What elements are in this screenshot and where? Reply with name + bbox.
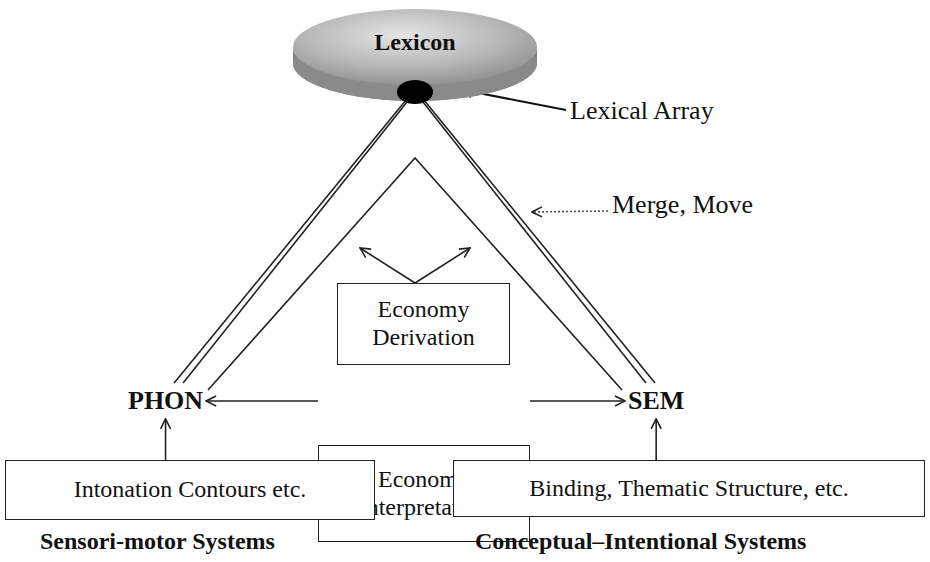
connector-line [165, 419, 167, 460]
node-text: Binding, Thematic Structure, etc. [529, 475, 848, 503]
node-text: Intonation Contours etc. [74, 476, 307, 504]
node-text: PHON [128, 386, 203, 416]
lexical-array-dot [397, 80, 433, 104]
process-box: Economy Derivation [337, 283, 510, 365]
system-box: Binding, Thematic Structure, etc. [453, 460, 925, 517]
connector [206, 400, 318, 401]
system-box: Intonation Contours etc. [5, 460, 375, 520]
connector-line [206, 400, 318, 402]
callout-label: Lexical Array [570, 96, 714, 126]
node-text: Lexicon [290, 29, 540, 57]
connector-line [655, 419, 657, 460]
derivation-arrow [415, 248, 470, 283]
callout-label: Merge, Move [612, 190, 753, 220]
interface-label: PHON [128, 386, 203, 416]
connector [530, 400, 625, 401]
connector [165, 419, 166, 460]
connector [656, 419, 657, 460]
dotted-leader [532, 211, 608, 212]
derivation-arrow [360, 248, 415, 283]
lexicon-disk: Lexicon [290, 5, 540, 105]
system-group: Intonation Contours etc.Sensori-motor Sy… [5, 460, 375, 520]
system-heading: Sensori-motor Systems [40, 528, 275, 556]
connector-line [530, 400, 625, 402]
node-text: Economy Derivation [357, 296, 490, 351]
system-heading: Conceptual–Intentional Systems [475, 528, 806, 556]
system-group: Binding, Thematic Structure, etc.Concept… [453, 460, 925, 517]
node-text: SEM [628, 386, 684, 416]
interface-label: SEM [628, 386, 684, 416]
